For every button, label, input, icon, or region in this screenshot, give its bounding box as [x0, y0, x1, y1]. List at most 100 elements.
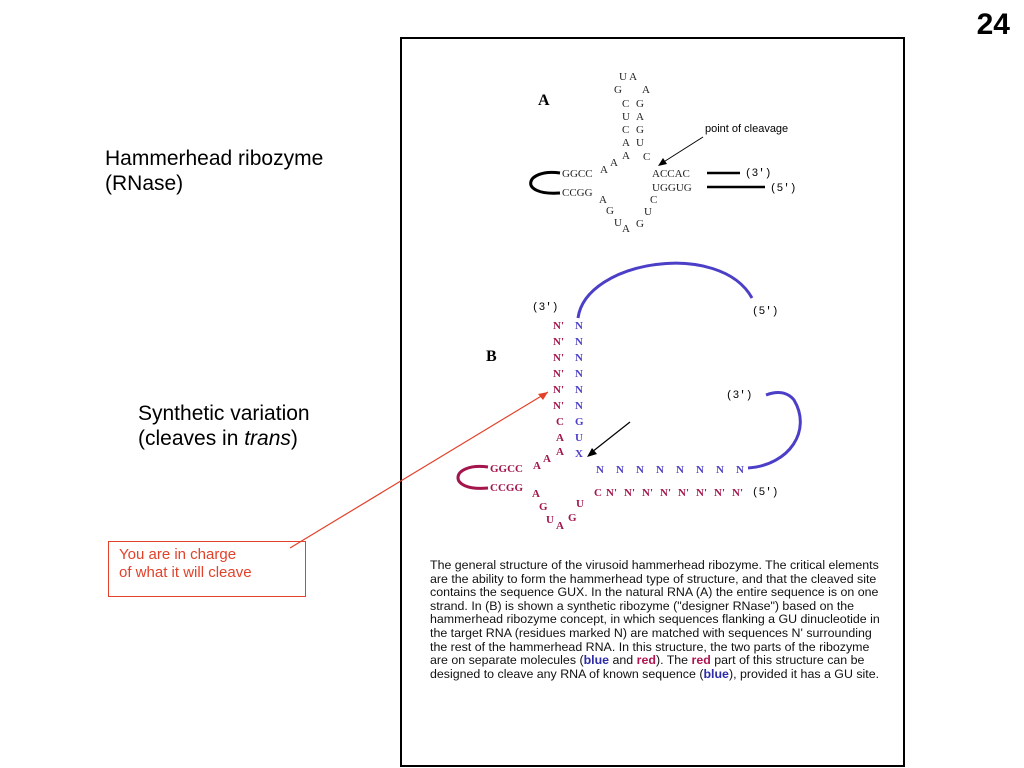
b-target-n7: N [716, 464, 724, 476]
b-5prime-bottom: (5') [752, 487, 778, 499]
b-right-blue-arc [747, 391, 802, 470]
b-3prime-right: (3') [726, 390, 752, 402]
point-of-cleavage-label: point of cleavage [705, 123, 788, 135]
b-blue-stem-4: N [575, 368, 583, 380]
b-blue-stem-3: N [575, 352, 583, 364]
b-guide-n2: N' [624, 487, 635, 499]
b-blue-stem-1: N [575, 320, 583, 332]
b-red-stem-4: N' [553, 368, 564, 380]
b-core-b2: G [539, 501, 548, 513]
b-guide-n6: N' [696, 487, 707, 499]
b-cleavage-arrowhead [587, 448, 597, 457]
natural-ribozyme-subtitle: (RNase) [105, 172, 184, 195]
synthetic-variation-title: Synthetic variation [138, 402, 310, 425]
a-stem-l2: U [622, 111, 630, 123]
b-core-b5: G [568, 512, 577, 524]
b-core-b3: U [546, 514, 554, 526]
b-red-stem-9: A [556, 446, 564, 458]
b-blue-stem-2: N [575, 336, 583, 348]
b-top-blue-arc [576, 261, 754, 319]
b-blue-stem-6: N [575, 400, 583, 412]
b-target-n1: N [596, 464, 604, 476]
a-5prime-label: (5') [770, 183, 796, 195]
a-3prime-label: (3') [745, 168, 771, 180]
a-core-b7: C [650, 194, 657, 206]
synthetic-variation-subtitle: (cleaves in trans) [138, 427, 298, 450]
b-core-b1: A [532, 488, 540, 500]
a-stem-l1: C [622, 98, 629, 110]
b-red-core-a1: A [543, 453, 551, 465]
b-blue-stem-7: G [575, 416, 584, 428]
a-stem-r4: U [636, 137, 644, 149]
b-red-stem-6: N' [553, 400, 564, 412]
a-stem-r1: G [636, 98, 644, 110]
natural-ribozyme-title: Hammerhead ribozyme [105, 147, 324, 170]
b-target-n3: N [636, 464, 644, 476]
a-stem-l3: C [622, 124, 629, 136]
b-helix1-loop [456, 464, 489, 490]
b-target-n8: N [736, 464, 744, 476]
a-stem-r2: A [636, 111, 644, 123]
b-guide-n7: N' [714, 487, 725, 499]
a-helix3-top: ACCAC [652, 168, 690, 180]
b-target-n5: N [676, 464, 684, 476]
callout-line-2: of what it will cleave [119, 564, 252, 581]
callout-arrowhead [538, 392, 548, 400]
a-core-b3: U [614, 217, 622, 229]
b-target-n6: N [696, 464, 704, 476]
b-red-stem-7: C [556, 416, 564, 428]
a-helix1-loop [529, 170, 561, 195]
b-red-stem-2: N' [553, 336, 564, 348]
b-5prime-top: (5') [752, 306, 778, 318]
b-red-core-a2: A [533, 460, 541, 472]
b-helix1-bottom: CCGG [490, 482, 523, 494]
a-helix1-top: GGCC [562, 168, 593, 180]
b-target-n2: N [616, 464, 624, 476]
a-loop-a: A [642, 84, 650, 96]
a-core-a2: A [610, 157, 618, 169]
a-core-b1: A [599, 194, 607, 206]
b-guide-n5: N' [678, 487, 689, 499]
b-blue-stem-8: U [575, 432, 583, 444]
figure-caption: The general structure of the virusoid ha… [430, 558, 880, 681]
b-red-stem-8: A [556, 432, 564, 444]
a-helix3-bottom: UGGUG [652, 182, 692, 194]
callout-box: You are in charge of what it will cleave [108, 541, 306, 597]
a-core-b6: U [644, 206, 652, 218]
figure-frame [400, 37, 905, 767]
a-core-b2: G [606, 205, 614, 217]
callout-pointer-line [289, 391, 549, 549]
b-core-b4: A [556, 520, 564, 532]
slide-number: 24 [976, 8, 1010, 41]
b-guide-n8: N' [732, 487, 743, 499]
b-guide-n1: N' [606, 487, 617, 499]
a-core-a3: A [600, 164, 608, 176]
panel-a-letter: A [538, 92, 550, 109]
b-blue-stem-9: X [575, 448, 583, 460]
a-helix1-bottom: CCGG [562, 187, 593, 199]
b-3prime-top: (3') [532, 302, 558, 314]
a-core-a1: A [622, 150, 630, 162]
a-cleavage-arrowhead [658, 158, 667, 166]
b-blue-stem-5: N [575, 384, 583, 396]
callout-line-1: You are in charge [119, 546, 237, 563]
a-stem-r3: G [636, 124, 644, 136]
b-core-b6: U [576, 498, 584, 510]
b-guide-n4: N' [660, 487, 671, 499]
a-core-c: C [643, 151, 650, 163]
a-stem-l4: A [622, 137, 630, 149]
b-cleavage-arrow-line [591, 421, 631, 453]
a-core-b5: G [636, 218, 644, 230]
b-red-stem-1: N' [553, 320, 564, 332]
a-loop-ua: U A [619, 71, 637, 83]
b-red-stem-3: N' [553, 352, 564, 364]
b-red-stem-5: N' [553, 384, 564, 396]
b-helix1-top: GGCC [490, 463, 523, 475]
a-core-b4: A [622, 223, 630, 235]
panel-b-letter: B [486, 348, 497, 365]
a-loop-g: G [614, 84, 622, 96]
a-cleavage-arrow-line [661, 136, 704, 164]
b-guide-n3: N' [642, 487, 653, 499]
b-guide-c: C [594, 487, 602, 499]
